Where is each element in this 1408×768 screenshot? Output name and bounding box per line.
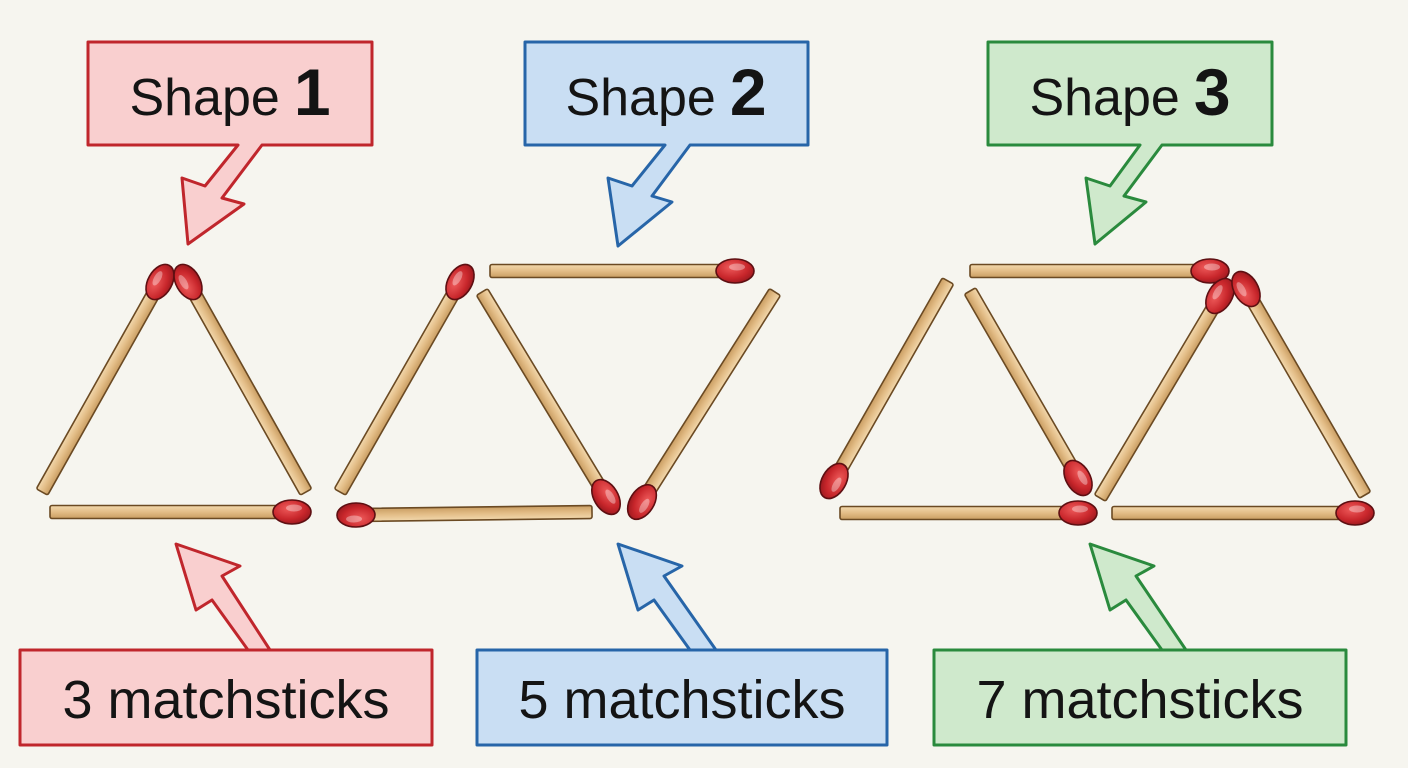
matchstick-head [336,502,376,528]
shape-3-title-number: 3 [1194,55,1231,129]
matchstick-wood [355,504,593,523]
shape-3-matchstick-4 [1094,277,1235,502]
matchstick-head [145,263,175,301]
matchstick-head-highlight [152,271,163,286]
matchstick-wood [36,278,166,496]
shape-3-matchstick-7 [1111,500,1375,526]
matchstick-head [1205,277,1235,315]
shape-1-count-box [18,542,434,747]
shape-1-title: Shape 1 [129,55,330,129]
matchstick-head-highlight [1349,505,1365,513]
matchstick-head-highlight [1072,505,1088,513]
matchstick-head [1335,500,1375,526]
matchstick-head-highlight [1077,470,1088,485]
shape-1-matchstick-2 [173,263,312,496]
shape-2-title-word: Shape [565,69,715,127]
shape-2-matchstick-1 [334,263,475,496]
shape-1-count-label: 3 matchsticks [62,670,389,730]
matchstick-head [445,263,475,301]
shape-3-title-word: Shape [1029,69,1179,127]
shape-3-matchstick-6 [839,500,1098,526]
shape-2-count-label: 5 matchsticks [518,670,845,730]
matchstick-head [819,462,849,500]
matchstick-head-highlight [639,498,650,513]
shape-1-matchsticks [36,263,312,525]
matchstick-head [1231,270,1261,308]
shape-2-matchstick-3 [476,288,622,516]
matchstick-wood [476,288,612,501]
shape-1-matchstick-1 [36,263,175,496]
matchsticks [36,258,1375,528]
shape-3-matchstick-3 [964,287,1093,497]
matchstick-head [1058,500,1098,526]
shape-3-matchstick-2 [819,277,954,500]
matchstick-head-highlight [452,271,463,286]
shape-2-title-callout: Shape 2 [523,40,810,248]
matchstick-wood [182,278,312,496]
matchstick-head-highlight [831,477,842,492]
matchstick-wood [49,504,293,520]
shape-3-count-callout: 7 matchsticks [932,542,1348,747]
matchstick-head-highlight [178,275,189,290]
matchstick-head-highlight [729,263,745,271]
shape-1-title-box [86,40,374,246]
matchstick-head [1063,459,1093,497]
matchstick-wood [489,263,736,279]
shape-3-count-box [932,542,1348,747]
matchstick-wood [1240,285,1371,499]
shape-1-matchstick-3 [49,499,312,525]
shape-2-title-number: 2 [730,55,767,129]
shape-1-title-number: 1 [294,55,331,129]
shape-2-count-box [475,542,889,747]
matchstick-wood [334,278,466,496]
matchstick-wood [839,505,1079,521]
shape-2-title: Shape 2 [565,55,766,129]
shape-3-matchstick-1 [969,258,1230,284]
matchstick-head [1190,258,1230,284]
shape-3-title: Shape 3 [1029,55,1230,129]
matchstick-head [173,263,203,301]
shape-1-count-callout: 3 matchsticks [18,542,434,747]
matchstick-wood [636,288,781,506]
matchstick-head-highlight [1236,282,1247,297]
matchstick-wood [969,263,1211,279]
matchstick-head-highlight [346,515,363,523]
matchstick-wood [828,277,954,485]
matchstick-wood [964,287,1084,482]
matchstick-head [272,499,312,525]
shape-2-matchsticks [334,258,781,528]
matchstick-head-highlight [1212,285,1223,300]
shape-3-count-label: 7 matchsticks [976,670,1303,730]
matchstick-head [626,483,658,521]
shape-3-title-box [986,40,1274,246]
shape-2-matchstick-5 [489,258,755,284]
matchstick-head-highlight [605,489,616,504]
matchstick-head [590,478,622,516]
matchstick-head [715,258,755,284]
shape-3-title-callout: Shape 3 [986,40,1274,246]
shape-2-matchstick-2 [336,502,593,528]
shape-1-title-word: Shape [129,69,279,127]
matchstick-wood [1094,292,1226,502]
shape-1-title-callout: Shape 1 [86,40,374,246]
shape-3-matchsticks [819,258,1375,526]
matchstick-wood [1111,505,1356,521]
matchstick-head-highlight [1204,263,1220,271]
shape-2-matchstick-4 [626,288,781,521]
shape-3-matchstick-5 [1231,270,1371,499]
matchstick-head-highlight [286,504,302,512]
shape-2-title-box [523,40,810,248]
shape-2-count-callout: 5 matchsticks [475,542,889,747]
